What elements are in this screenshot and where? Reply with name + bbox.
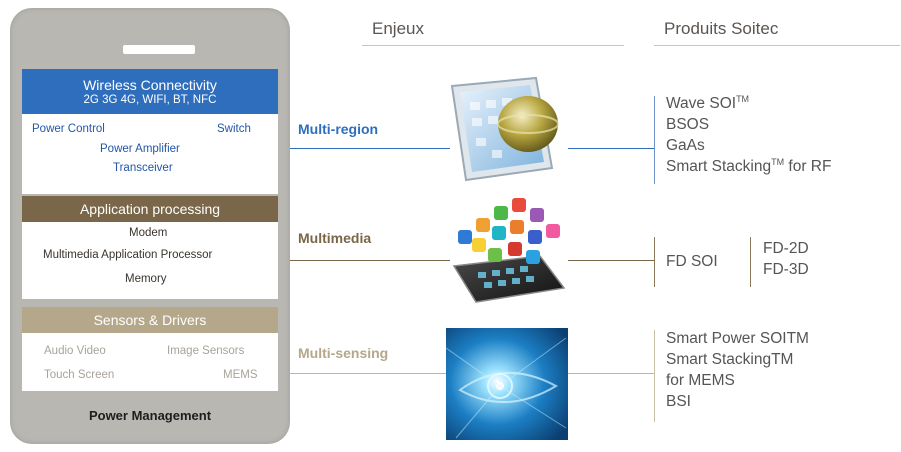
- sensors-drivers-body: Audio Video Image Sensors Touch Screen M…: [22, 333, 278, 391]
- smartphone-apps-image: [452, 198, 566, 303]
- modem-label: Modem: [129, 227, 168, 239]
- multi-sensing-connector-left: [290, 373, 450, 374]
- power-amplifier-label: Power Amplifier: [100, 143, 180, 155]
- tablet-globe-image: [450, 76, 559, 182]
- product-fd-3d: FD-3D: [763, 261, 809, 278]
- product-wave-soi: Wave SOITM: [666, 93, 750, 112]
- product-for-mems: for MEMS: [666, 372, 735, 389]
- audio-video-label: Audio Video: [44, 345, 106, 357]
- multi-sensing-bracket: [654, 330, 655, 422]
- multi-sensing-label: Multi-sensing: [298, 345, 389, 361]
- product-smart-power-soi: Smart Power SOITM: [666, 330, 809, 347]
- wireless-title: Wireless Connectivity: [83, 76, 217, 93]
- sensors-drivers-header: Sensors & Drivers: [22, 307, 278, 333]
- multi-sensing-connector-right: [568, 373, 654, 374]
- product-smart-stacking: Smart StackingTM: [666, 351, 794, 368]
- power-control-label: Power Control: [32, 123, 105, 135]
- product-fd-soi: FD SOI: [666, 253, 718, 270]
- product-bsi: BSI: [666, 393, 691, 410]
- multimedia-bracket: [654, 237, 655, 287]
- multimedia-connector-left: [290, 260, 450, 261]
- multi-region-label: Multi-region: [298, 121, 379, 137]
- multi-region-products: Wave SOITM BSOS GaAs Smart StackingTM fo…: [666, 93, 831, 177]
- wireless-connectivity-body: Power Control Switch Power Amplifier Tra…: [22, 114, 278, 194]
- multimedia-fd-products: FD-2D FD-3D: [763, 238, 809, 280]
- touch-screen-label: Touch Screen: [44, 369, 115, 381]
- product-fd-2d: FD-2D: [763, 240, 809, 257]
- application-processing-header: Application processing: [22, 196, 278, 222]
- multi-region-connector-right: [568, 148, 654, 149]
- wireless-subtitle: 2G 3G 4G, WIFI, BT, NFC: [83, 93, 217, 106]
- transceiver-label: Transceiver: [113, 162, 173, 174]
- wireless-connectivity-header: Wireless Connectivity 2G 3G 4G, WIFI, BT…: [22, 69, 278, 114]
- product-gaas: GaAs: [666, 137, 705, 154]
- image-sensors-label: Image Sensors: [167, 345, 245, 357]
- multi-region-bracket: [654, 96, 655, 184]
- product-smart-stacking-rf: Smart StackingTM for RF: [666, 156, 832, 175]
- power-management-label: Power Management: [88, 408, 212, 423]
- switch-label: Switch: [217, 123, 251, 135]
- memory-label: Memory: [125, 273, 167, 285]
- multi-sensing-products: Smart Power SOITM Smart StackingTM for M…: [666, 328, 809, 412]
- enjeux-underline: [362, 45, 624, 46]
- fd-soi-bracket: [750, 237, 751, 287]
- eye-sensing-image: [446, 328, 568, 440]
- application-processing-body: Modem Multimedia Application Processor M…: [22, 222, 278, 299]
- multimedia-connector-right: [568, 260, 654, 261]
- phone-speaker: [123, 45, 195, 54]
- mems-label: MEMS: [223, 369, 258, 381]
- application-processing-title: Application processing: [79, 201, 221, 217]
- multi-region-connector-left: [290, 148, 450, 149]
- multimedia-label: Multimedia: [298, 230, 372, 246]
- produits-header: Produits Soitec: [664, 19, 779, 38]
- product-bsos: BSOS: [666, 116, 710, 133]
- multimedia-processor-label: Multimedia Application Processor: [43, 249, 213, 261]
- enjeux-header: Enjeux: [372, 19, 424, 38]
- sensors-drivers-title: Sensors & Drivers: [93, 312, 207, 328]
- produits-underline: [654, 45, 900, 46]
